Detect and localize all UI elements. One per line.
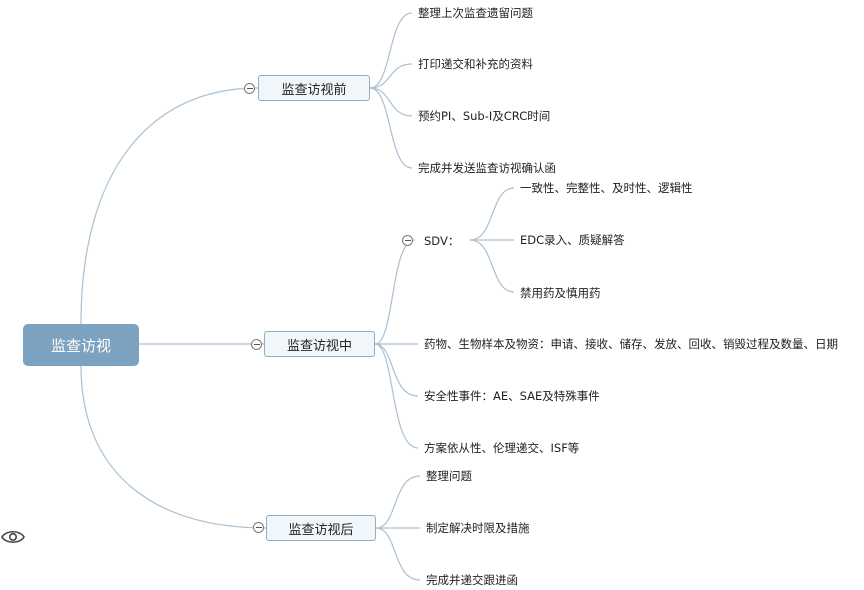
connector-before-3 [369,87,413,117]
connector-root-after [80,365,267,529]
connector-before-4 [369,87,413,169]
after-item-3[interactable]: 完成并递交跟进函 [426,573,518,587]
before-item-2[interactable]: 打印递交和补充的资料 [418,57,533,71]
eye-icon[interactable] [0,528,26,546]
during-item-compliance[interactable]: 方案依从性、伦理递交、ISF等 [424,441,580,455]
connector-during-4 [374,343,419,449]
connector-sdv-3 [469,239,515,293]
sdv-item-3[interactable]: 禁用药及慎用药 [520,286,601,300]
branch-after[interactable]: 监查访视后 [266,515,376,541]
branch-before[interactable]: 监查访视前 [258,75,370,101]
connector-during-3 [374,343,419,397]
branch-after-label: 监查访视后 [288,522,354,538]
collapse-before-icon[interactable] [244,83,255,94]
connector-during-1 [374,239,416,345]
connector-after-3 [375,527,421,581]
before-item-3[interactable]: 预约PI、Sub-I及CRC时间 [418,109,551,123]
connector-before-2 [369,63,413,89]
before-item-1[interactable]: 整理上次监查遗留问题 [418,6,533,20]
collapse-after-icon[interactable] [253,522,264,533]
after-item-2[interactable]: 制定解决时限及措施 [426,521,530,535]
connector-sdv-1 [469,187,515,241]
collapse-sdv-icon[interactable] [402,235,413,246]
root-label: 监查访视 [50,336,111,355]
after-item-1[interactable]: 整理问题 [426,469,472,483]
branch-during[interactable]: 监查访视中 [264,331,375,357]
during-item-drugs[interactable]: 药物、生物样本及物资：申请、接收、储存、发放、回收、销毁过程及数量、日期 [424,337,838,351]
connector-after-1 [375,475,421,529]
sdv-item-2[interactable]: EDC录入、质疑解答 [520,233,625,247]
during-item-safety[interactable]: 安全性事件：AE、SAE及特殊事件 [424,389,600,403]
branch-during-label: 监查访视中 [286,338,352,354]
branch-before-label: 监查访视前 [281,82,347,98]
sdv-item-1[interactable]: 一致性、完整性、及时性、逻辑性 [520,181,693,195]
collapse-during-icon[interactable] [251,339,262,350]
root-node[interactable]: 监查访视 [23,324,139,366]
sdv-node[interactable]: SDV： [424,234,460,248]
before-item-4[interactable]: 完成并发送监查访视确认函 [418,161,556,175]
connector-before-1 [369,12,413,89]
connector-root-before [80,87,259,325]
